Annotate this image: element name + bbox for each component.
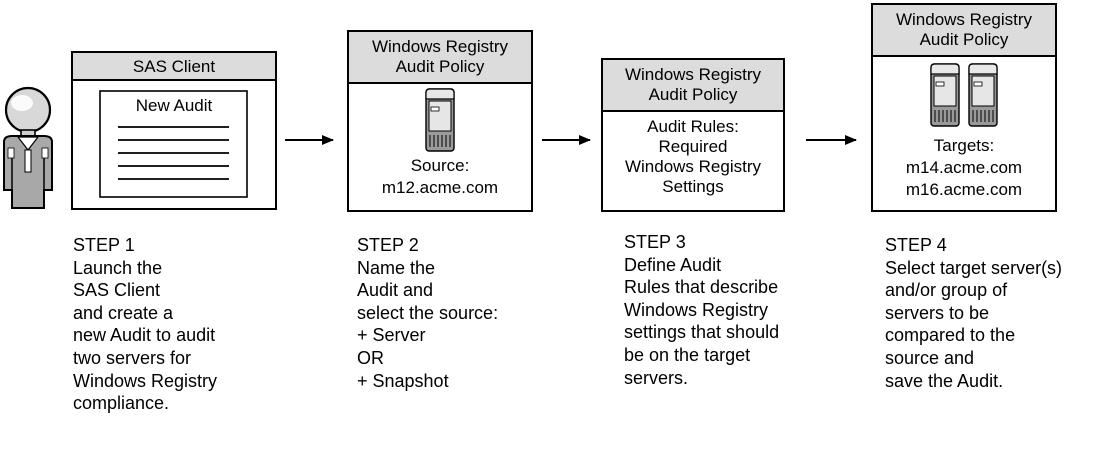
step-heading: STEP 2: [357, 235, 419, 255]
step-3-description: STEP 3 Define Audit Rules that describe …: [624, 231, 779, 389]
policy-title-line-2: Audit Policy: [649, 85, 738, 104]
rules-line-4: Settings: [662, 177, 723, 196]
rules-line-3: Windows Registry: [625, 157, 762, 176]
step-heading: STEP 4: [885, 235, 947, 255]
target-host-1: m14.acme.com: [906, 158, 1022, 177]
step-line: servers.: [624, 367, 689, 388]
target-host-2: m16.acme.com: [906, 180, 1022, 199]
policy-title-line-2: Audit Policy: [396, 57, 485, 76]
step-line: + Snapshot: [357, 370, 449, 391]
step-line: and/or group of: [885, 280, 1008, 301]
new-audit-title: New Audit: [136, 96, 213, 115]
step-line: Rules that describe: [624, 277, 779, 298]
server-tower-icon: [968, 63, 998, 127]
step-line: and create a: [73, 302, 174, 323]
step-line: + Server: [357, 325, 426, 346]
server-tower-icon: [425, 88, 455, 152]
step-line: Select target server(s): [885, 257, 1063, 278]
source-host: m12.acme.com: [382, 178, 498, 197]
step-line: Windows Registry: [73, 370, 218, 391]
new-audit-document: New Audit: [99, 90, 248, 198]
source-policy-box: Windows Registry Audit Policy Source: m1…: [347, 30, 533, 212]
step-line: Launch the: [73, 257, 163, 278]
step-line: new Audit to audit: [73, 325, 216, 346]
sas-client-window: SAS Client New Audit: [71, 51, 277, 210]
policy-title-line-2: Audit Policy: [920, 30, 1009, 49]
step-line: Audit and: [357, 280, 434, 301]
step-line: save the Audit.: [885, 370, 1004, 391]
step-line: two servers for: [73, 347, 192, 368]
step-2-description: STEP 2 Name the Audit and select the sou…: [357, 234, 498, 392]
step-heading: STEP 1: [73, 235, 135, 255]
step-line: compliance.: [73, 393, 170, 414]
source-label: Source:: [411, 156, 470, 175]
sas-client-title: SAS Client: [133, 57, 215, 76]
step-line: be on the target: [624, 344, 751, 365]
step-line: select the source:: [357, 302, 499, 323]
rules-policy-box: Windows Registry Audit Policy Audit Rule…: [601, 58, 785, 212]
policy-title-line-1: Windows Registry: [372, 37, 509, 56]
person-icon: [3, 86, 53, 209]
step-line: compared to the: [885, 325, 1016, 346]
step-line: SAS Client: [73, 280, 161, 301]
policy-title-line-1: Windows Registry: [625, 65, 762, 84]
rules-line-2: Required: [659, 137, 728, 156]
step-line: Name the: [357, 257, 436, 278]
step-line: Windows Registry: [624, 299, 769, 320]
step-4-description: STEP 4 Select target server(s) and/or gr…: [885, 234, 1062, 392]
step-line: OR: [357, 347, 384, 368]
step-line: source and: [885, 347, 975, 368]
step-line: Define Audit: [624, 254, 722, 275]
policy-title-line-1: Windows Registry: [896, 10, 1033, 29]
step-1-description: STEP 1 Launch the SAS Client and create …: [73, 234, 217, 415]
step-heading: STEP 3: [624, 232, 686, 252]
server-tower-icon: [930, 63, 960, 127]
step-line: settings that should: [624, 322, 780, 343]
step-line: servers to be: [885, 302, 990, 323]
rules-line-1: Audit Rules:: [647, 117, 739, 136]
targets-label: Targets:: [934, 136, 994, 155]
targets-policy-box: Windows Registry Audit Policy Targets: m…: [871, 3, 1057, 212]
